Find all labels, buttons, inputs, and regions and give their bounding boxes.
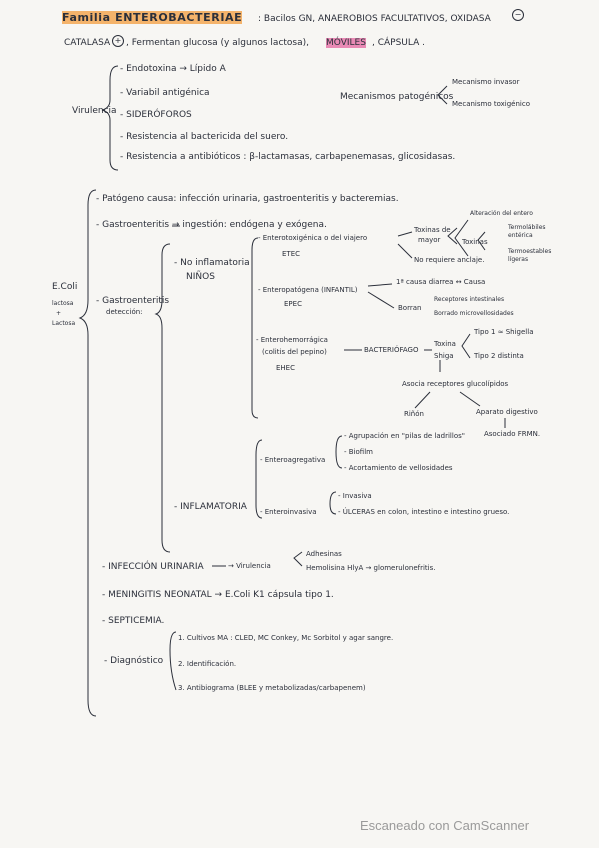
ehec-label: - Enterohemorrágica	[256, 336, 328, 344]
diagnostico-label: - Diagnóstico	[104, 656, 164, 666]
eaec-item: - Agrupación en "pilas de ladrillos"	[344, 432, 465, 440]
ecoli-sublabel: lactosa	[52, 300, 74, 307]
lt-ligeras: lígeras	[508, 256, 529, 263]
toxinas-mayor-2: mayor	[418, 236, 441, 244]
ecoli-label: E.Coli	[52, 282, 78, 292]
mecanismos-label: Mecanismos patogénicos	[340, 92, 454, 102]
camscanner-watermark: Escaneado con CamScanner	[360, 818, 530, 833]
page-title: Familia ENTEROBACTERIAE	[62, 11, 243, 24]
toxina-shiga-2: Shiga	[434, 352, 454, 360]
meningitis-line: - MENINGITIS NEONATAL → E.Coli K1 cápsul…	[102, 590, 334, 600]
etec-label: - Enterotoxigénica o del viajero	[258, 234, 368, 242]
hemolisina: Hemolisina HlyA → glomerulonefritis.	[306, 564, 436, 572]
toxinas-mayor: Toxinas de	[414, 226, 451, 234]
mecanismo-invasor: Mecanismo invasor	[452, 78, 520, 86]
header-line2-end: , CÁPSULA .	[372, 38, 425, 48]
infeccion-urinaria: - INFECCIÓN URINARIA	[102, 562, 204, 572]
lt-enterica: entérica	[508, 232, 533, 239]
patogeno-line: - Patógeno causa: infección urinaria, ga…	[96, 194, 399, 204]
aparato-digestivo: Aparato digestivo	[476, 408, 538, 416]
gastro-label: - Gastroenteritis	[96, 296, 170, 306]
epec-borrado: Borrado microvellosidades	[434, 310, 514, 317]
epec-causa: 1ª causa diarrea ↔ Causa	[396, 278, 486, 286]
gastro-intro-line: - Gastroenteritis → ingestión: endógena …	[96, 220, 327, 230]
toxinas-lt: Toxinas	[462, 238, 488, 246]
alteracion: Alteración del entero	[470, 210, 533, 217]
tipo1: Tipo 1 ≈ Shigella	[474, 328, 534, 336]
eiec-item: - Invasiva	[338, 492, 372, 500]
catalasa-positive-sign: +	[112, 35, 124, 47]
eiec-item: - ÚLCERAS en colon, intestino e intestin…	[338, 508, 510, 516]
diag-item: 3. Antibiograma (BLEE y metabolizadas/ca…	[178, 684, 366, 692]
eaec-item: - Acortamiento de vellosidades	[344, 464, 453, 472]
asocia-receptores: Asocia receptores glucolípidos	[402, 380, 509, 388]
virulencia-arrow: → Virulencia	[228, 562, 271, 570]
adhesinas: Adhesinas	[306, 550, 342, 558]
oxidasa-negative-sign: −	[512, 9, 524, 21]
eaec-label: - Enteroagregativa	[260, 456, 326, 464]
septicemia-line: - SEPTICEMIA.	[102, 616, 165, 626]
epec-label: - Enteropatógena (INFANTIL)	[258, 286, 358, 294]
ninos-label: NIÑOS	[186, 272, 215, 282]
mecanismo-toxigenico: Mecanismo toxigénico	[452, 100, 531, 108]
virulencia-item: - SIDERÓFOROS	[120, 110, 192, 120]
epec-code: EPEC	[284, 300, 302, 308]
eiec-label: - Enteroinvasiva	[260, 508, 317, 516]
ecoli-sublabel: +	[56, 310, 62, 317]
virulencia-item: - Endotoxina → Lípido A	[120, 64, 226, 74]
gastro-sub: detección:	[106, 308, 143, 316]
diag-item: 2. Identificación.	[178, 660, 237, 668]
ecoli-sublabel: Lactosa	[52, 320, 76, 327]
lt-termolabiles: Termolábiles	[508, 224, 546, 231]
rinon: Riñón	[404, 410, 424, 418]
virulencia-item: - Variabil antigénica	[120, 88, 210, 98]
virulencia-item: - Resistencia a antibióticos : β-lactama…	[120, 152, 456, 162]
moviles-label: MÓVILES	[326, 38, 366, 48]
ehec-code: EHEC	[276, 364, 295, 372]
no-requiere: No requiere anclaje.	[414, 256, 485, 264]
inflamatoria: - INFLAMATORIA	[174, 502, 247, 512]
header-line2: , Fermentan glucosa (y algunos lactosa),	[126, 38, 310, 48]
toxina-shiga-1: Toxina	[434, 340, 456, 348]
eaec-item: - Biofilm	[344, 448, 373, 456]
virulencia-item: - Resistencia al bactericida del suero.	[120, 132, 289, 142]
epec-receptores: Receptores intestinales	[434, 296, 505, 303]
header-line1: : Bacilos GN, ANAEROBIOS FACULTATIVOS, O…	[258, 14, 491, 24]
diag-item: 1. Cultivos MA : CLED, MC Conkey, Mc Sor…	[178, 634, 394, 642]
asociado-frmn: Asociado FRMN.	[484, 430, 541, 438]
lt-termoestables: Termoestables	[508, 248, 552, 255]
epec-borran: Borran	[398, 304, 422, 312]
ehec-note: (colitis del pepino)	[262, 348, 327, 356]
virulencia-label: Virulencia	[72, 106, 117, 116]
bacteriofago: BACTERIÓFAGO	[364, 346, 419, 354]
etec-code: ETEC	[282, 250, 301, 258]
catalasa-label: CATALASA	[64, 38, 111, 48]
tipo2: Tipo 2 distinta	[474, 352, 524, 360]
no-inflamatoria: - No inflamatoria	[174, 258, 250, 268]
